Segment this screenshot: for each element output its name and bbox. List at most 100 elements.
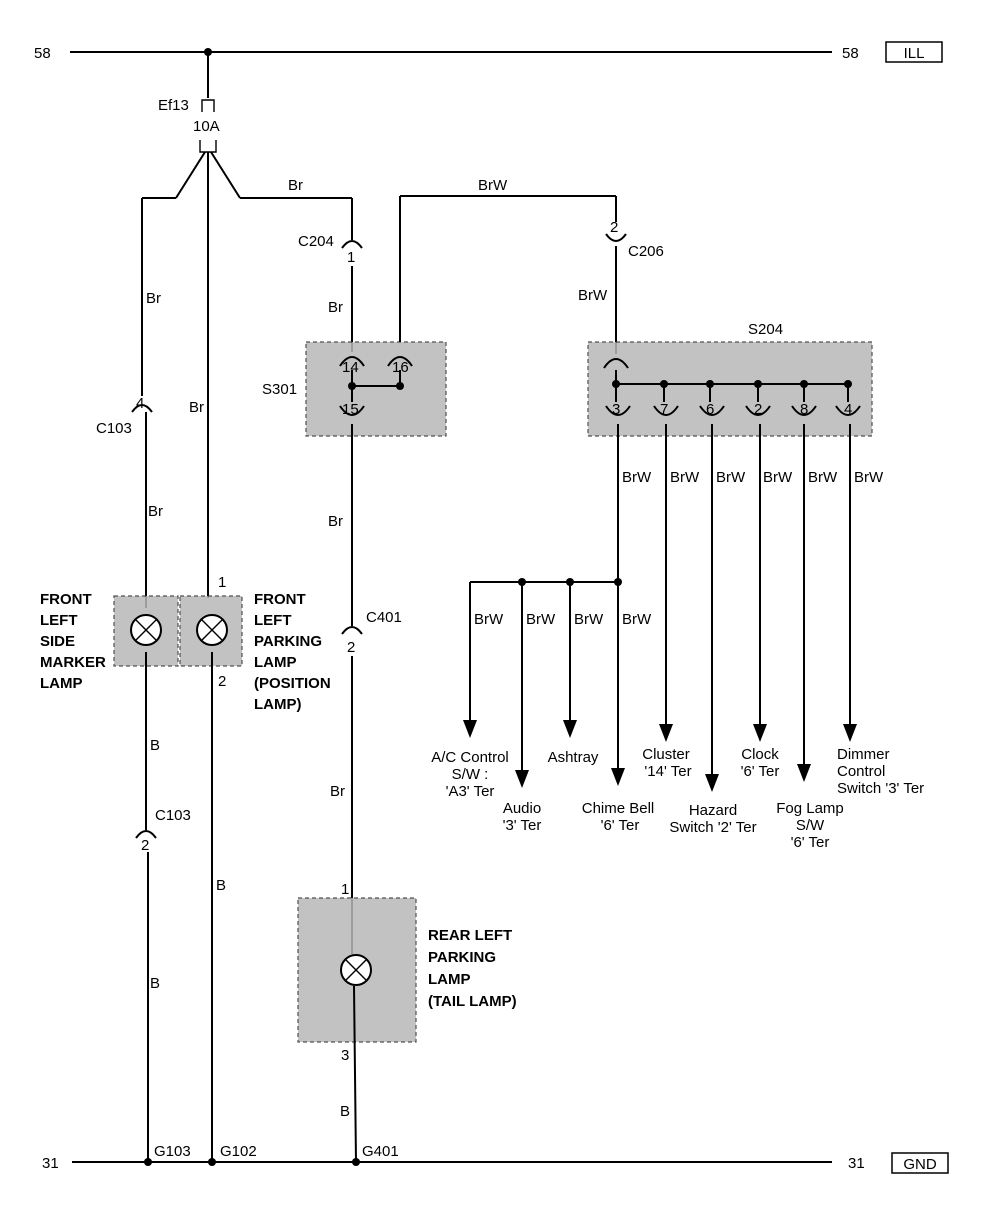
bus-label-bottom-left: 31: [42, 1155, 59, 1172]
ground-dot-g102: [208, 1158, 216, 1166]
wire-label-br-left1: Br: [146, 290, 161, 307]
s301-pin-15: 15: [342, 401, 359, 418]
c103-bottom-pin: 2: [141, 837, 149, 854]
ground-dot-g103: [144, 1158, 152, 1166]
s204-pin-7: 7: [660, 401, 668, 418]
dest-audio-1: Audio: [503, 800, 541, 817]
side-marker-label-4: MARKER: [40, 654, 106, 671]
bus-label-bottom-right: 31: [848, 1155, 865, 1172]
s204-name: S204: [748, 321, 783, 338]
c401-pin: 2: [347, 639, 355, 656]
wire-label-b-left1: B: [150, 737, 160, 754]
dest-cluster-2: '14' Ter: [644, 763, 691, 780]
arrow-fog-lamp: [797, 764, 811, 782]
s301-pin-16: 16: [392, 359, 409, 376]
top-bus: 58 58 ILL: [34, 41, 943, 63]
connector-arc: [341, 626, 363, 635]
dest-fog-1: Fog Lamp: [776, 800, 844, 817]
s204-pin-2: 2: [754, 401, 762, 418]
parking-label-4: LAMP: [254, 654, 297, 671]
parking-label-6: LAMP): [254, 696, 302, 713]
splice-dot: [396, 382, 404, 390]
arrow-ashtray: [563, 720, 577, 738]
fuse-bottom-terminal: [199, 140, 217, 153]
wire-label-br-left2: Br: [148, 503, 163, 520]
s204-splice: S204 3 7 6 2 8 4: [587, 321, 873, 437]
s301-splice: S301 14 16 15 BrW Br: [262, 177, 617, 626]
fuse-name: Ef13: [158, 97, 189, 114]
s204-pin-6: 6: [706, 401, 714, 418]
s204-pin-4: 4: [844, 401, 852, 418]
dest-ac-1: A/C Control: [431, 749, 509, 766]
parking-label-1: FRONT: [254, 591, 306, 608]
s301-box: [305, 341, 447, 437]
side-marker-label-1: FRONT: [40, 591, 92, 608]
wire-label-b-rear: B: [340, 1103, 350, 1120]
wire-label-br-top: Br: [288, 177, 303, 194]
side-marker-label-2: LEFT: [40, 612, 78, 629]
rear-lamp-label-4: (TAIL LAMP): [428, 993, 517, 1010]
connector-arc: [339, 405, 365, 416]
c103-bottom-connector: 2 C103 B: [135, 807, 191, 1162]
side-marker-lamp-icon: [130, 614, 162, 646]
arrow-dimmer: [843, 724, 857, 742]
c204-connector: 1 C204 Br: [298, 233, 363, 352]
rear-parking-lamp: 1 3 REAR LEFT PARKING LAMP (TAIL LAMP) B: [297, 881, 517, 1163]
wire-label-brw-ashtray: BrW: [574, 611, 604, 628]
bus-label-top-right: 58: [842, 45, 859, 62]
wire-label-br-c204: Br: [328, 299, 343, 316]
front-lamps: 1 2 FRONT LEFT SIDE MARKER LAMP FRONT LE…: [40, 574, 331, 1162]
wire-label-brw-4: BrW: [763, 469, 793, 486]
parking-label-3: PARKING: [254, 633, 322, 650]
arrow-hazard: [705, 774, 719, 792]
dest-chime-2: '6' Ter: [601, 817, 640, 834]
ground-g401: G401: [362, 1143, 399, 1160]
connector-arc: [387, 356, 413, 367]
c204-pin: 1: [347, 249, 355, 266]
ground-g103: G103: [154, 1143, 191, 1160]
parking-label-2: LEFT: [254, 612, 292, 629]
ill-tag-box: [885, 41, 943, 63]
parking-lamp-pin-1: 1: [218, 574, 226, 591]
fuse-top-terminal: [201, 99, 215, 112]
rear-lamp-pin-1: 1: [341, 881, 349, 898]
bus-label-top-left: 58: [34, 45, 51, 62]
rear-lamp-icon: [340, 954, 372, 986]
wire-label-brw-chime: BrW: [622, 611, 652, 628]
c206-pin: 2: [610, 219, 618, 236]
connector-arc: [605, 233, 627, 242]
wire-label-brw-1: BrW: [622, 469, 652, 486]
wire-label-br-c401: Br: [330, 783, 345, 800]
wire-label-brw-c206: BrW: [578, 287, 608, 304]
c103-top-connector: 4 C103 Br: [96, 395, 163, 608]
fuse-ef13: Ef13 10A: [158, 52, 220, 153]
rear-lamp-pin-3: 3: [341, 1047, 349, 1064]
wire-label-brw-audio: BrW: [526, 611, 556, 628]
s204-pin-8: 8: [800, 401, 808, 418]
dest-dimmer-2: Control: [837, 763, 885, 780]
dest-hazard-2: Switch '2' Ter: [669, 819, 756, 836]
arrow-chime-bell: [611, 768, 625, 786]
connector-arc: [339, 356, 365, 367]
connector-arc: [603, 358, 629, 369]
parking-label-5: (POSITION: [254, 675, 331, 692]
side-marker-label-3: SIDE: [40, 633, 75, 650]
arrow-cluster: [659, 724, 673, 742]
wire-label-brw-top: BrW: [478, 177, 508, 194]
connector-arc: [135, 830, 157, 839]
c401-name: C401: [366, 609, 402, 626]
dest-clock-1: Clock: [741, 746, 779, 763]
parking-lamp-pin-2: 2: [218, 673, 226, 690]
c204-name: C204: [298, 233, 334, 250]
wire-label-brw-6: BrW: [854, 469, 884, 486]
fuse-branches: Br Br Br: [141, 151, 353, 598]
fuse-rating: 10A: [193, 118, 220, 135]
c206-name: C206: [628, 243, 664, 260]
arrow-ac-control: [463, 720, 477, 738]
connector-arc: [341, 240, 363, 249]
destination-labels: A/C Control S/W : 'A3' Ter Audio '3' Ter…: [431, 746, 924, 851]
rear-lamp-label-3: LAMP: [428, 971, 471, 988]
arrow-audio: [515, 770, 529, 788]
dest-clock-2: '6' Ter: [741, 763, 780, 780]
dest-cluster-1: Cluster: [642, 746, 690, 763]
